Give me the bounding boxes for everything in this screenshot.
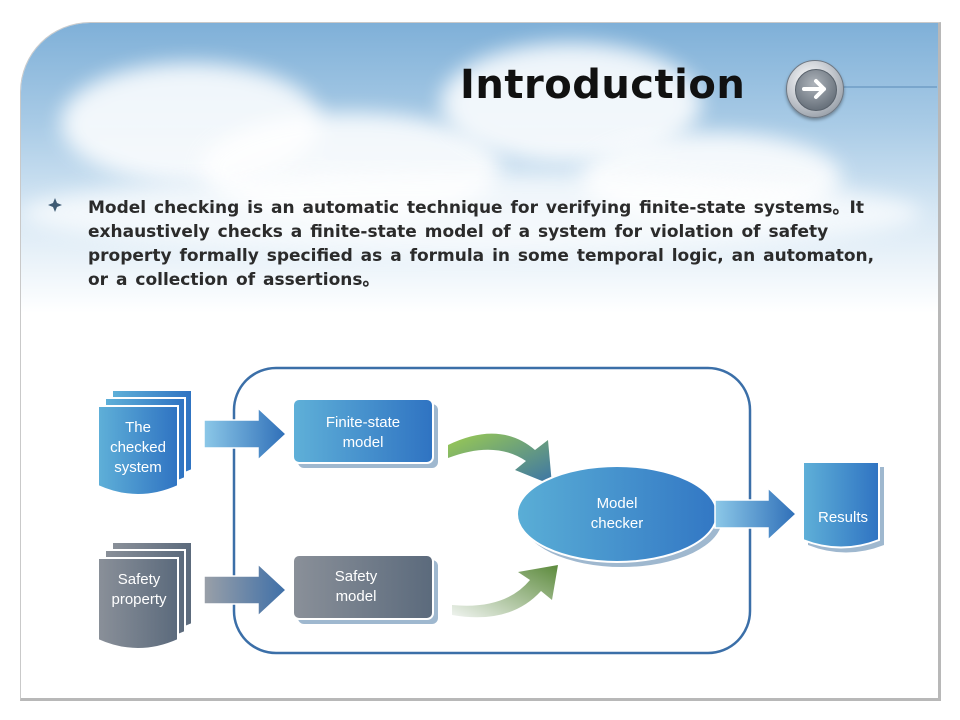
finite-state-model-box [292,398,438,468]
arrow-checker-to-results [714,486,798,542]
model-checker-ellipse [516,465,722,567]
checked-system-document [97,389,193,496]
safety-property-document [97,541,193,650]
curved-arrow-lower [452,565,558,618]
title-underline [843,86,937,88]
next-arrow-icon[interactable] [786,60,844,118]
model-checker-label: Model checker [590,495,644,532]
finite-state-model-label: Finite-state model [325,414,401,451]
safety-model-box [292,554,438,624]
diamond-bullet-icon [48,198,62,212]
slide-frame [20,22,941,701]
results-document [802,461,884,553]
arrow-property-to-model [203,562,288,618]
checked-system-label: The checked system [110,419,166,476]
safety-model-label: Safety model [334,568,378,605]
slide-title: Introduction [460,62,746,108]
results-label: Results [817,509,869,526]
curved-arrow-upper [448,433,552,485]
safety-property-label: Safety property [111,571,167,608]
body-paragraph: Model checking is an automatic technique… [88,198,875,290]
arrow-system-to-model [203,406,288,462]
sky-background [21,23,938,313]
